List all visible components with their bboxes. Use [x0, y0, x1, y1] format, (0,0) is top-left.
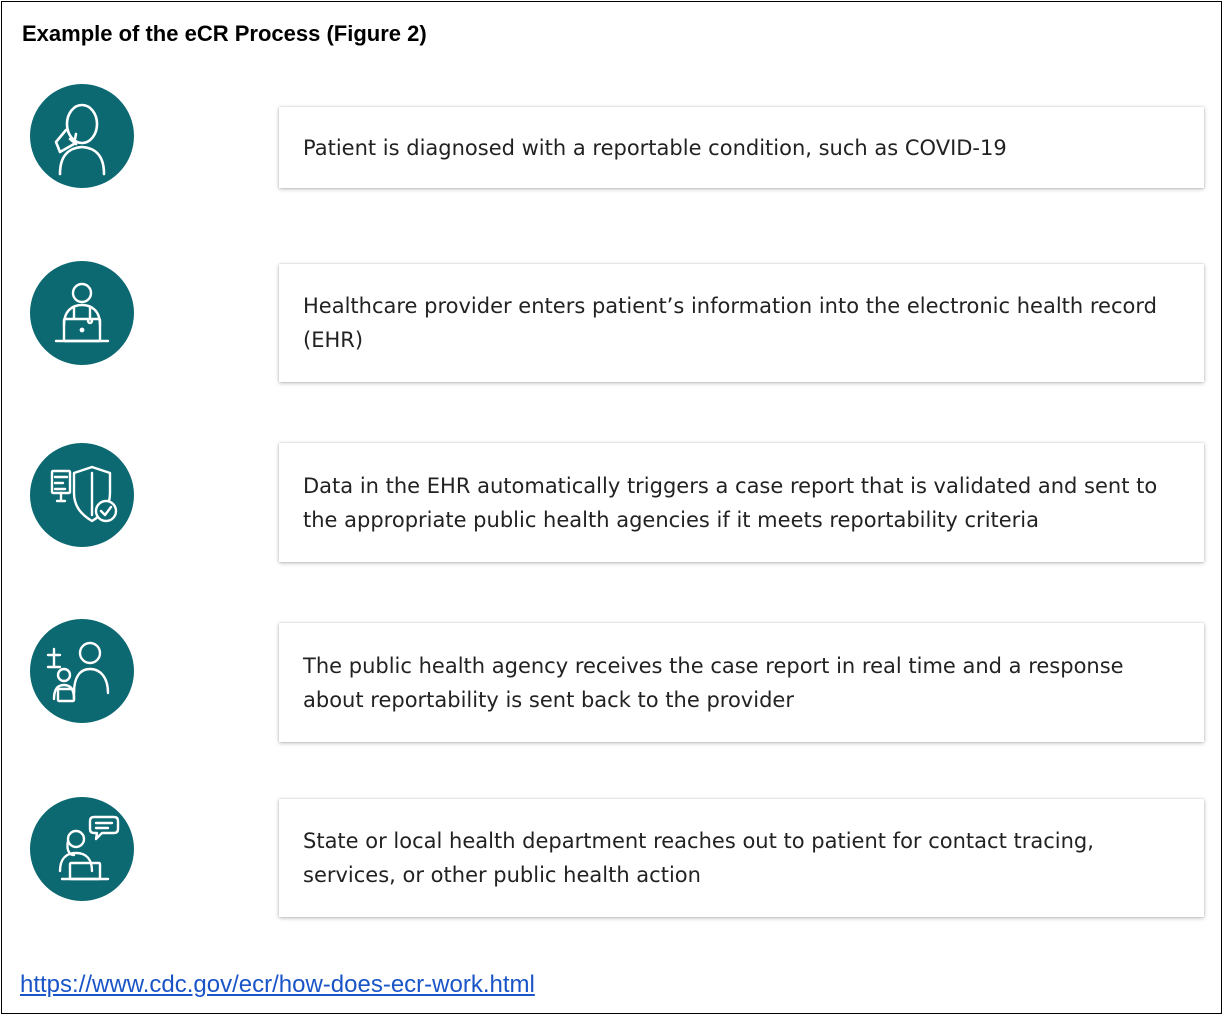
step-card-3: Data in the EHR automatically triggers a… [279, 443, 1204, 562]
step-card-5: State or local health department reaches… [279, 799, 1204, 917]
step-text: Patient is diagnosed with a reportable c… [303, 135, 1007, 160]
agency-report-icon [30, 619, 134, 723]
step-text: State or local health department reaches… [303, 829, 1094, 887]
step-text: Healthcare provider enters patient’s inf… [303, 294, 1157, 352]
provider-laptop-icon [30, 261, 134, 365]
step-card-2: Healthcare provider enters patient’s inf… [279, 264, 1204, 382]
step-text: Data in the EHR automatically triggers a… [303, 473, 1158, 532]
step-text: The public health agency receives the ca… [303, 653, 1124, 712]
step-card-4: The public health agency receives the ca… [279, 623, 1204, 742]
source-link[interactable]: https://www.cdc.gov/ecr/how-does-ecr-wor… [20, 971, 535, 998]
step-card-1: Patient is diagnosed with a reportable c… [279, 107, 1204, 188]
health-worker-chat-icon [30, 797, 134, 901]
figure-title: Example of the eCR Process (Figure 2) [22, 21, 427, 46]
data-shield-check-icon [30, 443, 134, 547]
patient-sick-icon [30, 84, 134, 188]
